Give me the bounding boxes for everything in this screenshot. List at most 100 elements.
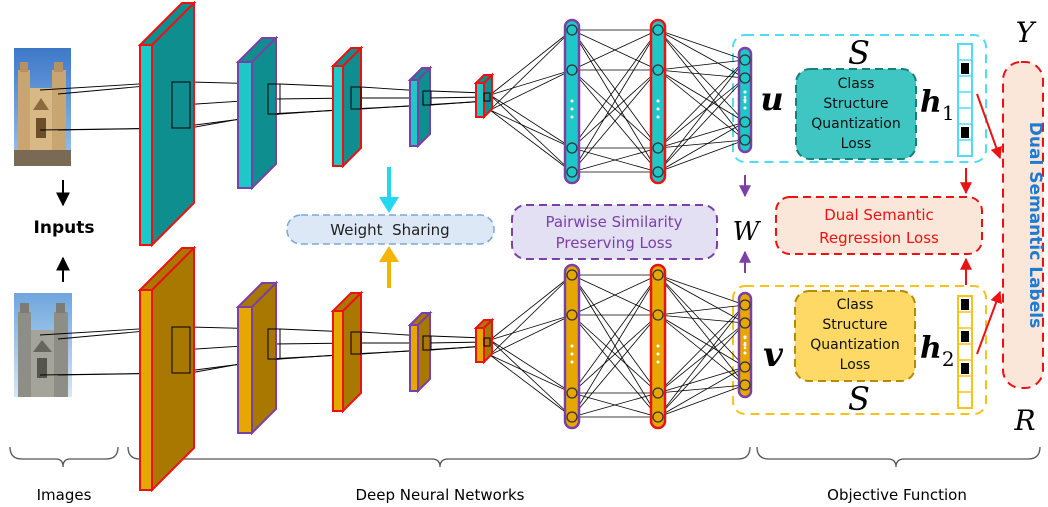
h1-to-labels-arrow-icon: [976, 93, 1002, 160]
fc-top-23-1-2: [657, 69, 746, 123]
fc-top-23-1-1: [657, 69, 746, 79]
fc-top-12-1-0: [571, 29, 659, 71]
fc-column-bottom-3-dot-2: [743, 343, 747, 347]
pairwise-loss-box: [511, 204, 718, 260]
fc-column-top-2-node-4: [652, 166, 664, 178]
fc-bottom-23-0-0: [657, 274, 746, 306]
receptive-box-bottom-3: [350, 331, 362, 355]
fc-bottom-23-2-1: [657, 322, 746, 394]
receptive-box-top-1: [171, 81, 191, 129]
v-symbol: v: [763, 335, 784, 375]
fc-bottom-in-0-2: [489, 339, 573, 394]
fc-column-bottom-1-node-2: [566, 309, 578, 321]
receptive-box-bottom-4: [422, 335, 432, 351]
conv-layer-bottom-3: [330, 290, 364, 414]
fc-top-12-2-0: [571, 29, 659, 149]
fc-top-in-0-2: [489, 94, 573, 149]
fc-top-23-0-0: [657, 29, 746, 61]
fc-bottom-23-3-1: [657, 322, 746, 418]
conv-layer-top-4: [407, 65, 433, 149]
fc-top-23-3-0: [657, 59, 746, 173]
conv-layer-top-3-front: [332, 65, 344, 167]
arrow-gold-head: [379, 246, 399, 262]
fc-top-23-2-1: [657, 77, 746, 149]
fc-column-bottom-2-node-2: [652, 309, 664, 321]
fc-bottom-23-3-2: [657, 366, 746, 418]
fc-top-23-2-0: [657, 59, 746, 149]
fc-bottom-12-3-2: [571, 392, 659, 418]
fc-top-23-0-3: [657, 29, 746, 141]
fc-top-in-0-0: [489, 29, 573, 96]
fc-column-top-3-node-1: [739, 54, 751, 66]
fc-bottom-in-1-2: [489, 354, 573, 394]
dual-labels-text: Dual Semantic Labels: [1025, 122, 1045, 328]
conv-layer-bottom-1-side: [151, 245, 195, 493]
code-top-dot-0: [743, 90, 747, 94]
fc-bottom-23-0-2: [657, 274, 746, 368]
fc-column-bottom-1-node-3: [566, 387, 578, 399]
fc-column-top-2-node-3: [652, 142, 664, 154]
brace-images: [9, 446, 119, 468]
fc-column-bottom-3-node-4: [739, 379, 751, 391]
fc-column-top-1-dot-2: [570, 107, 574, 111]
fc-column-bottom-3-node-1: [739, 299, 751, 311]
input-image-top: [14, 48, 71, 166]
fc-bottom-23-3-3: [657, 384, 746, 418]
h1-symbol: h1: [920, 85, 955, 125]
quant-top-line1: Class: [838, 76, 875, 92]
fc-column-top-3-node-4: [739, 134, 751, 146]
conv-layer-top-3-side: [342, 45, 362, 169]
conv-layer-top-1-side: [151, 0, 195, 248]
fc-top-in-0-1: [489, 69, 573, 96]
fc-bottom-12-2-0: [571, 274, 659, 394]
fc-column-top-1-dot-1: [570, 99, 574, 103]
conv-layer-bottom-5: [473, 317, 495, 365]
quantization-loss-box-bottom: [794, 290, 916, 382]
fc-top-12-2-1: [571, 69, 659, 149]
code-top-dot-1: [743, 95, 747, 99]
fc-top-23-0-2: [657, 29, 746, 123]
receptive-box-bottom-5: [483, 337, 491, 347]
code-bottom-dot-2: [743, 346, 747, 350]
network-connections: [39, 29, 746, 418]
hash-code-h2: [957, 295, 973, 409]
quant-top-line4: Loss: [841, 136, 872, 152]
receptive-box-top-2: [267, 83, 281, 115]
arrow-cyan-head: [379, 197, 399, 213]
w-symbol: W: [733, 217, 762, 247]
conv-layer-bottom-3-side: [342, 290, 362, 414]
network-layers: [137, 0, 753, 493]
hash-code-h1: [957, 43, 973, 157]
fc-top-23-3-1: [657, 77, 746, 173]
fc-top-23-1-3: [657, 69, 746, 141]
quant-bottom-line2: Structure: [822, 317, 887, 333]
fc-top-in-1-2: [489, 109, 573, 149]
fc-top-23-2-3: [657, 139, 746, 149]
fc-column-bottom-1-node-4: [566, 411, 578, 423]
fc-column-top-3-dot-2: [743, 98, 747, 102]
conv-layer-bottom-5-front: [475, 327, 485, 363]
quant-bottom-line3: Quantization: [810, 337, 899, 353]
h2-symbol: h2: [920, 331, 955, 371]
receptive-box-bottom-2: [267, 328, 281, 360]
fc-bottom-23-2-0: [657, 304, 746, 394]
conv-layer-top-5-side: [483, 72, 493, 120]
weight-sharing-label: Weight Sharing: [330, 221, 449, 239]
receptive-box-top-5: [483, 92, 491, 102]
conv-layer-bottom-5-side: [483, 317, 493, 365]
conv-layer-top-2: [235, 35, 279, 191]
fc-bottom-23-0-1: [657, 274, 746, 324]
fc-bottom-23-3-0: [657, 304, 746, 418]
fc-column-top-1-node-2: [566, 64, 578, 76]
fc-column-bottom-1-dot-2: [570, 352, 574, 356]
fc-column-bottom-2-dot-2: [656, 352, 660, 356]
fc-column-bottom-1-dot-1: [570, 344, 574, 348]
fc-bottom-23-1-2: [657, 314, 746, 368]
conv-layer-bottom-2-side: [251, 280, 277, 436]
fc-top-12-3-2: [571, 147, 659, 173]
fc-column-bottom-2-dot-1: [656, 344, 660, 348]
fc-bottom-23-2-3: [657, 384, 746, 394]
conv-layer-top-2-front: [237, 61, 253, 189]
fc-top-in-0-3: [489, 94, 573, 173]
